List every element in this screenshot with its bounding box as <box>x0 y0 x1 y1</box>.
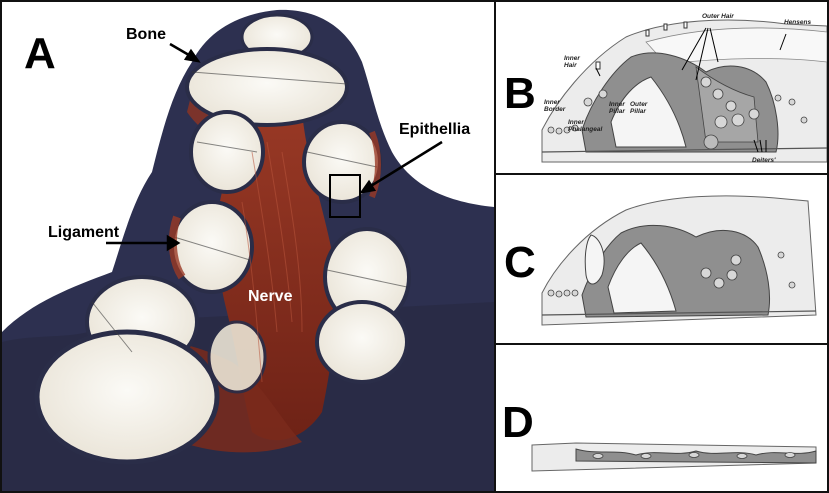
ligament-label: Ligament <box>48 224 119 242</box>
panel-c: C <box>494 173 829 345</box>
label-outer-hair: Outer Hair <box>702 14 734 21</box>
chamber <box>37 332 217 462</box>
label-inner-hair: Inner Hair <box>564 56 580 70</box>
label-outer-pillar: Outer Pillar <box>630 102 647 116</box>
panel-c-letter: C <box>504 241 536 285</box>
panel-d: D <box>494 343 829 493</box>
label-deiters: Deiters' <box>752 158 776 165</box>
nerve-label: Nerve <box>248 288 292 306</box>
label-inner-pillar: Inner Pillar <box>609 102 625 116</box>
chamber <box>187 49 347 125</box>
panel-b-letter: B <box>504 72 536 116</box>
chamber <box>172 202 252 292</box>
panel-a: A Bone Epithellia Ligament Nerve <box>0 0 496 493</box>
label-inner-border: Inner Border <box>544 100 565 114</box>
chamber <box>317 302 407 382</box>
bone-label: Bone <box>126 26 166 44</box>
cochlea-micrograph <box>2 2 494 491</box>
chamber <box>209 322 265 392</box>
flat-epithelium-diagram <box>496 345 827 491</box>
organ-of-corti-diagram <box>496 2 827 173</box>
panel-b: B Outer Hair Hensens Inner Hair Inner Bo… <box>494 0 829 175</box>
organ-of-corti-diagram-c <box>496 175 827 343</box>
epithelia-label: Epithellia <box>399 121 470 139</box>
label-hensens: Hensens <box>784 20 811 27</box>
label-inner-phalangeal: Inner Phalangeal <box>568 120 602 134</box>
panel-a-letter: A <box>24 32 56 76</box>
panel-d-letter: D <box>502 401 534 445</box>
